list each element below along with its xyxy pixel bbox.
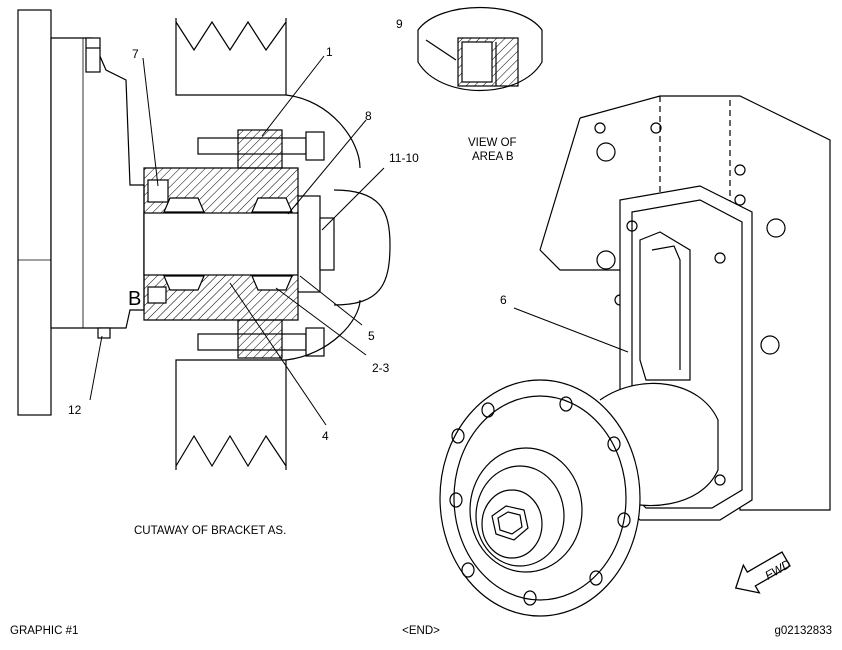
cutaway-leaders <box>89 55 385 426</box>
fwd-arrow-icon <box>734 551 791 594</box>
callout-8: 8 <box>365 109 372 123</box>
callout-11-10: 11-10 <box>389 151 419 165</box>
footer-image-id: g02132833 <box>774 625 832 637</box>
footer-end-marker: <END> <box>402 625 440 637</box>
callout-7: 7 <box>132 47 139 61</box>
detail-view-area-b <box>417 7 543 91</box>
flange-holes <box>449 396 631 606</box>
area-b-label: AREA B <box>472 151 514 163</box>
callout-12: 12 <box>68 403 82 417</box>
callout-2-3: 2-3 <box>372 361 390 375</box>
footer-graphic-label: GRAPHIC #1 <box>10 625 79 637</box>
callout-4: 4 <box>322 429 329 443</box>
isometric-bracket-drawing <box>439 95 831 617</box>
callout-6: 6 <box>500 293 507 307</box>
callout-9: 9 <box>396 17 403 31</box>
area-b-marker: B <box>128 288 141 310</box>
cutaway-drawing <box>17 9 391 470</box>
callout-5: 5 <box>368 329 375 343</box>
cutaway-caption: CUTAWAY OF BRACKET AS. <box>134 525 286 537</box>
callout-1: 1 <box>326 45 333 59</box>
view-of-label: VIEW OF <box>468 137 517 149</box>
